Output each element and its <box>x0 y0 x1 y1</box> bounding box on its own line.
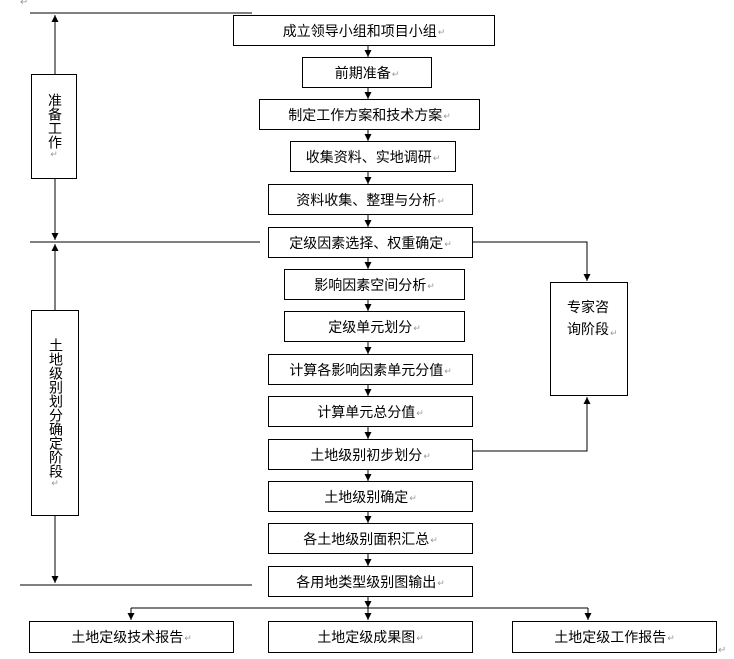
paragraph-mark: ↵ <box>391 69 400 80</box>
step-box: 收集资料、实地调研↵ <box>290 141 456 172</box>
paragraph-mark: ↵ <box>20 0 29 8</box>
step-box: 各用地类型级别图输出↵ <box>268 566 473 597</box>
paragraph-mark: ↵ <box>437 578 445 589</box>
step-box: 成立领导小组和项目小组↵ <box>233 15 495 46</box>
step-label: 定级因素选择、权重确定 <box>289 235 444 252</box>
step-label: 各土地级别面积汇总 <box>303 531 430 548</box>
step-box: 定级单元划分↵ <box>284 311 465 342</box>
paragraph-mark: ↵ <box>184 634 192 644</box>
output-box-result-map: 土地定级成果图↵ <box>268 621 473 653</box>
step-box: 计算各影响因素单元分值↵ <box>268 354 473 385</box>
step-box: 计算单元总分值↵ <box>268 396 473 427</box>
step-box: 制定工作方案和技术方案↵ <box>259 99 480 130</box>
step-label: 计算各影响因素单元分值 <box>289 362 444 379</box>
from-initial-to-expert-arrow <box>472 397 591 452</box>
paragraph-mark: ↵ <box>444 366 452 377</box>
step-label: 制定工作方案和技术方案 <box>288 107 443 124</box>
phase-box-preparation: 准备工作 ↵ <box>31 74 77 179</box>
step-box: 土地级别初步划分↵ <box>268 439 473 470</box>
paragraph-mark: ↵ <box>444 239 452 250</box>
step-label: 土地级别确定 <box>324 489 409 506</box>
paragraph-mark: ↵ <box>667 634 675 644</box>
step-box: 影响因素空间分析↵ <box>284 269 465 300</box>
phase-box-grading: 土地级别划分确定阶段 ↵ <box>31 310 79 516</box>
paragraph-mark: ↵ <box>423 451 431 462</box>
paragraph-mark: ↵ <box>443 111 451 122</box>
paragraph-mark: ↵ <box>409 493 417 504</box>
paragraph-mark: ↵ <box>416 408 424 419</box>
phase-label: 准备工作 <box>46 93 62 149</box>
paragraph-mark: ↵ <box>427 281 435 292</box>
expert-label-line1: 专家咨 <box>567 300 609 316</box>
step-label: 资料收集、整理与分析 <box>296 192 437 209</box>
paragraph-mark: ↵ <box>430 535 438 546</box>
paragraph-mark: ↵ <box>437 196 445 207</box>
step-label: 各用地类型级别图输出 <box>296 574 437 591</box>
output-box-technical-report: 土地定级技术报告↵ <box>29 621 234 653</box>
paragraph-mark: ↵ <box>610 329 618 339</box>
step-label: 前期准备 <box>334 65 391 82</box>
step-label: 定级单元划分 <box>328 319 413 336</box>
expert-label-line2: 询阶段 <box>567 322 609 338</box>
paragraph-mark: ↵ <box>413 323 421 334</box>
paragraph-mark: ↵ <box>51 478 59 489</box>
step-box: 资料收集、整理与分析↵ <box>268 184 473 215</box>
paragraph-mark: ↵ <box>718 645 727 656</box>
step-label: 影响因素空间分析 <box>314 277 427 294</box>
paragraph-mark: ↵ <box>437 27 446 38</box>
output-label: 土地定级技术报告 <box>71 630 184 646</box>
step-label: 土地级别初步划分 <box>310 447 423 464</box>
paragraph-mark: ↵ <box>50 150 58 160</box>
step-box: 前期准备↵ <box>302 57 432 88</box>
output-box-work-report: 土地定级工作报告↵ <box>512 621 717 653</box>
step-label: 计算单元总分值 <box>317 404 416 421</box>
to-expert-arrow <box>472 241 591 281</box>
output-label: 土地定级工作报告 <box>554 630 667 646</box>
step-box: 各土地级别面积汇总↵ <box>268 523 473 554</box>
expert-consultation-box: 专家咨 询阶段↵ <box>550 282 628 396</box>
step-label: 收集资料、实地调研 <box>305 149 432 166</box>
paragraph-mark: ↵ <box>432 153 441 164</box>
step-box: 定级因素选择、权重确定↵ <box>268 227 473 258</box>
step-label: 成立领导小组和项目小组 <box>282 23 437 40</box>
step-box: 土地级别确定↵ <box>268 481 473 512</box>
output-label: 土地定级成果图 <box>317 630 416 646</box>
phase-label: 土地级别划分确定阶段 <box>47 337 63 478</box>
paragraph-mark: ↵ <box>416 634 424 644</box>
